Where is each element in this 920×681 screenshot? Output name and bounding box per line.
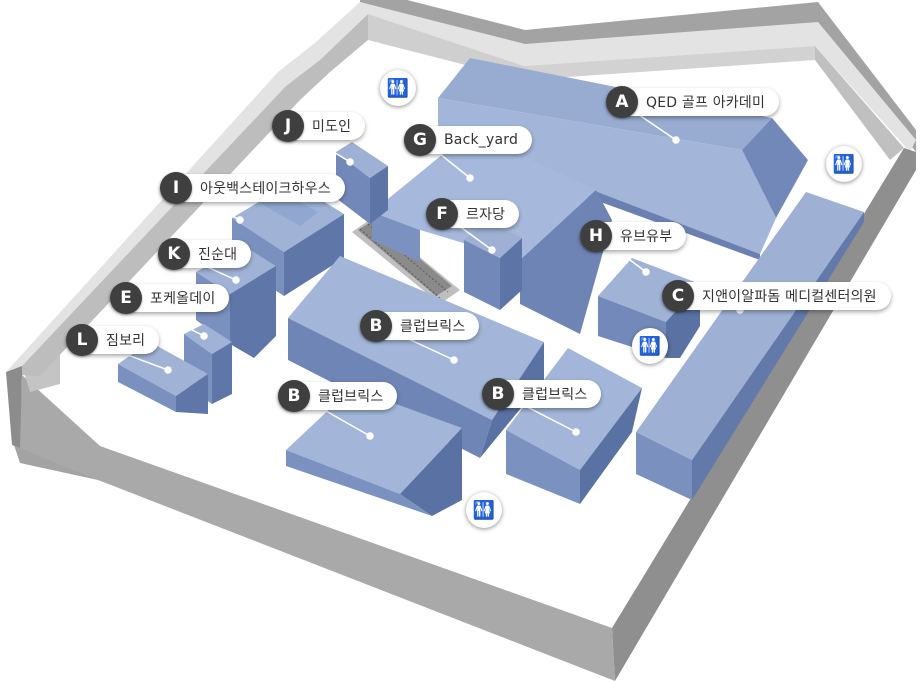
store-label-k[interactable]: K 진순대	[158, 238, 252, 270]
restroom-icon[interactable]: 🚻	[466, 492, 502, 528]
store-name: 아웃백스테이크하우스	[200, 181, 331, 197]
store-name: 르자당	[466, 207, 506, 223]
store-code-badge: I	[160, 172, 192, 204]
store-code-badge: K	[158, 238, 190, 270]
store-label-h[interactable]: H 유브유부	[580, 220, 687, 252]
store-name: 미도인	[312, 119, 352, 135]
store-code-badge: A	[606, 86, 638, 118]
restroom-icon[interactable]: 🚻	[632, 328, 668, 364]
store-label-b3[interactable]: B 클럽브릭스	[482, 378, 602, 410]
store-code-badge: E	[110, 282, 142, 314]
store-label-l[interactable]: L 짐보리	[66, 324, 160, 356]
store-code-badge: B	[278, 380, 310, 412]
store-code-badge: H	[580, 220, 612, 252]
store-label-f[interactable]: F 르자당	[426, 198, 520, 230]
store-label-a[interactable]: A QED 골프 아카데미	[606, 86, 780, 118]
restroom-icon[interactable]: 🚻	[380, 70, 416, 106]
store-label-b2[interactable]: B 클럽브릭스	[278, 380, 398, 412]
store-name: 클럽브릭스	[400, 319, 466, 335]
store-code-badge: F	[426, 198, 458, 230]
store-code-badge: B	[360, 310, 392, 342]
store-code-badge: C	[662, 280, 694, 312]
store-block-l[interactable]	[118, 342, 208, 414]
store-label-b1[interactable]: B 클럽브릭스	[360, 310, 480, 342]
store-name: 진순대	[198, 247, 238, 263]
store-label-j[interactable]: J 미도인	[272, 110, 366, 142]
store-block-f[interactable]	[464, 222, 522, 310]
store-code-badge: L	[66, 324, 98, 356]
store-code-badge: G	[404, 124, 436, 156]
store-name: QED 골프 아카데미	[646, 95, 766, 111]
store-name: 짐보리	[106, 333, 146, 349]
store-name: 포케올데이	[150, 291, 216, 307]
store-label-g[interactable]: G Back_yard	[404, 124, 533, 156]
store-block-j[interactable]	[336, 142, 388, 224]
store-code-badge: J	[272, 110, 304, 142]
store-code-badge: B	[482, 378, 514, 410]
store-name: 클럽브릭스	[522, 387, 588, 403]
store-block-b2[interactable]	[286, 388, 462, 516]
store-label-e[interactable]: E 포케올데이	[110, 282, 230, 314]
store-label-c[interactable]: C 지앤이알파돔 메디컬센터의원	[662, 280, 891, 312]
store-label-i[interactable]: I 아웃백스테이크하우스	[160, 172, 345, 204]
store-name: 지앤이알파돔 메디컬센터의원	[702, 289, 877, 305]
store-block-b3[interactable]	[506, 348, 642, 504]
store-name: 유브유부	[620, 229, 673, 245]
restroom-icon[interactable]: 🚻	[826, 146, 862, 182]
store-name: 클럽브릭스	[318, 389, 384, 405]
store-name: Back_yard	[444, 132, 519, 148]
